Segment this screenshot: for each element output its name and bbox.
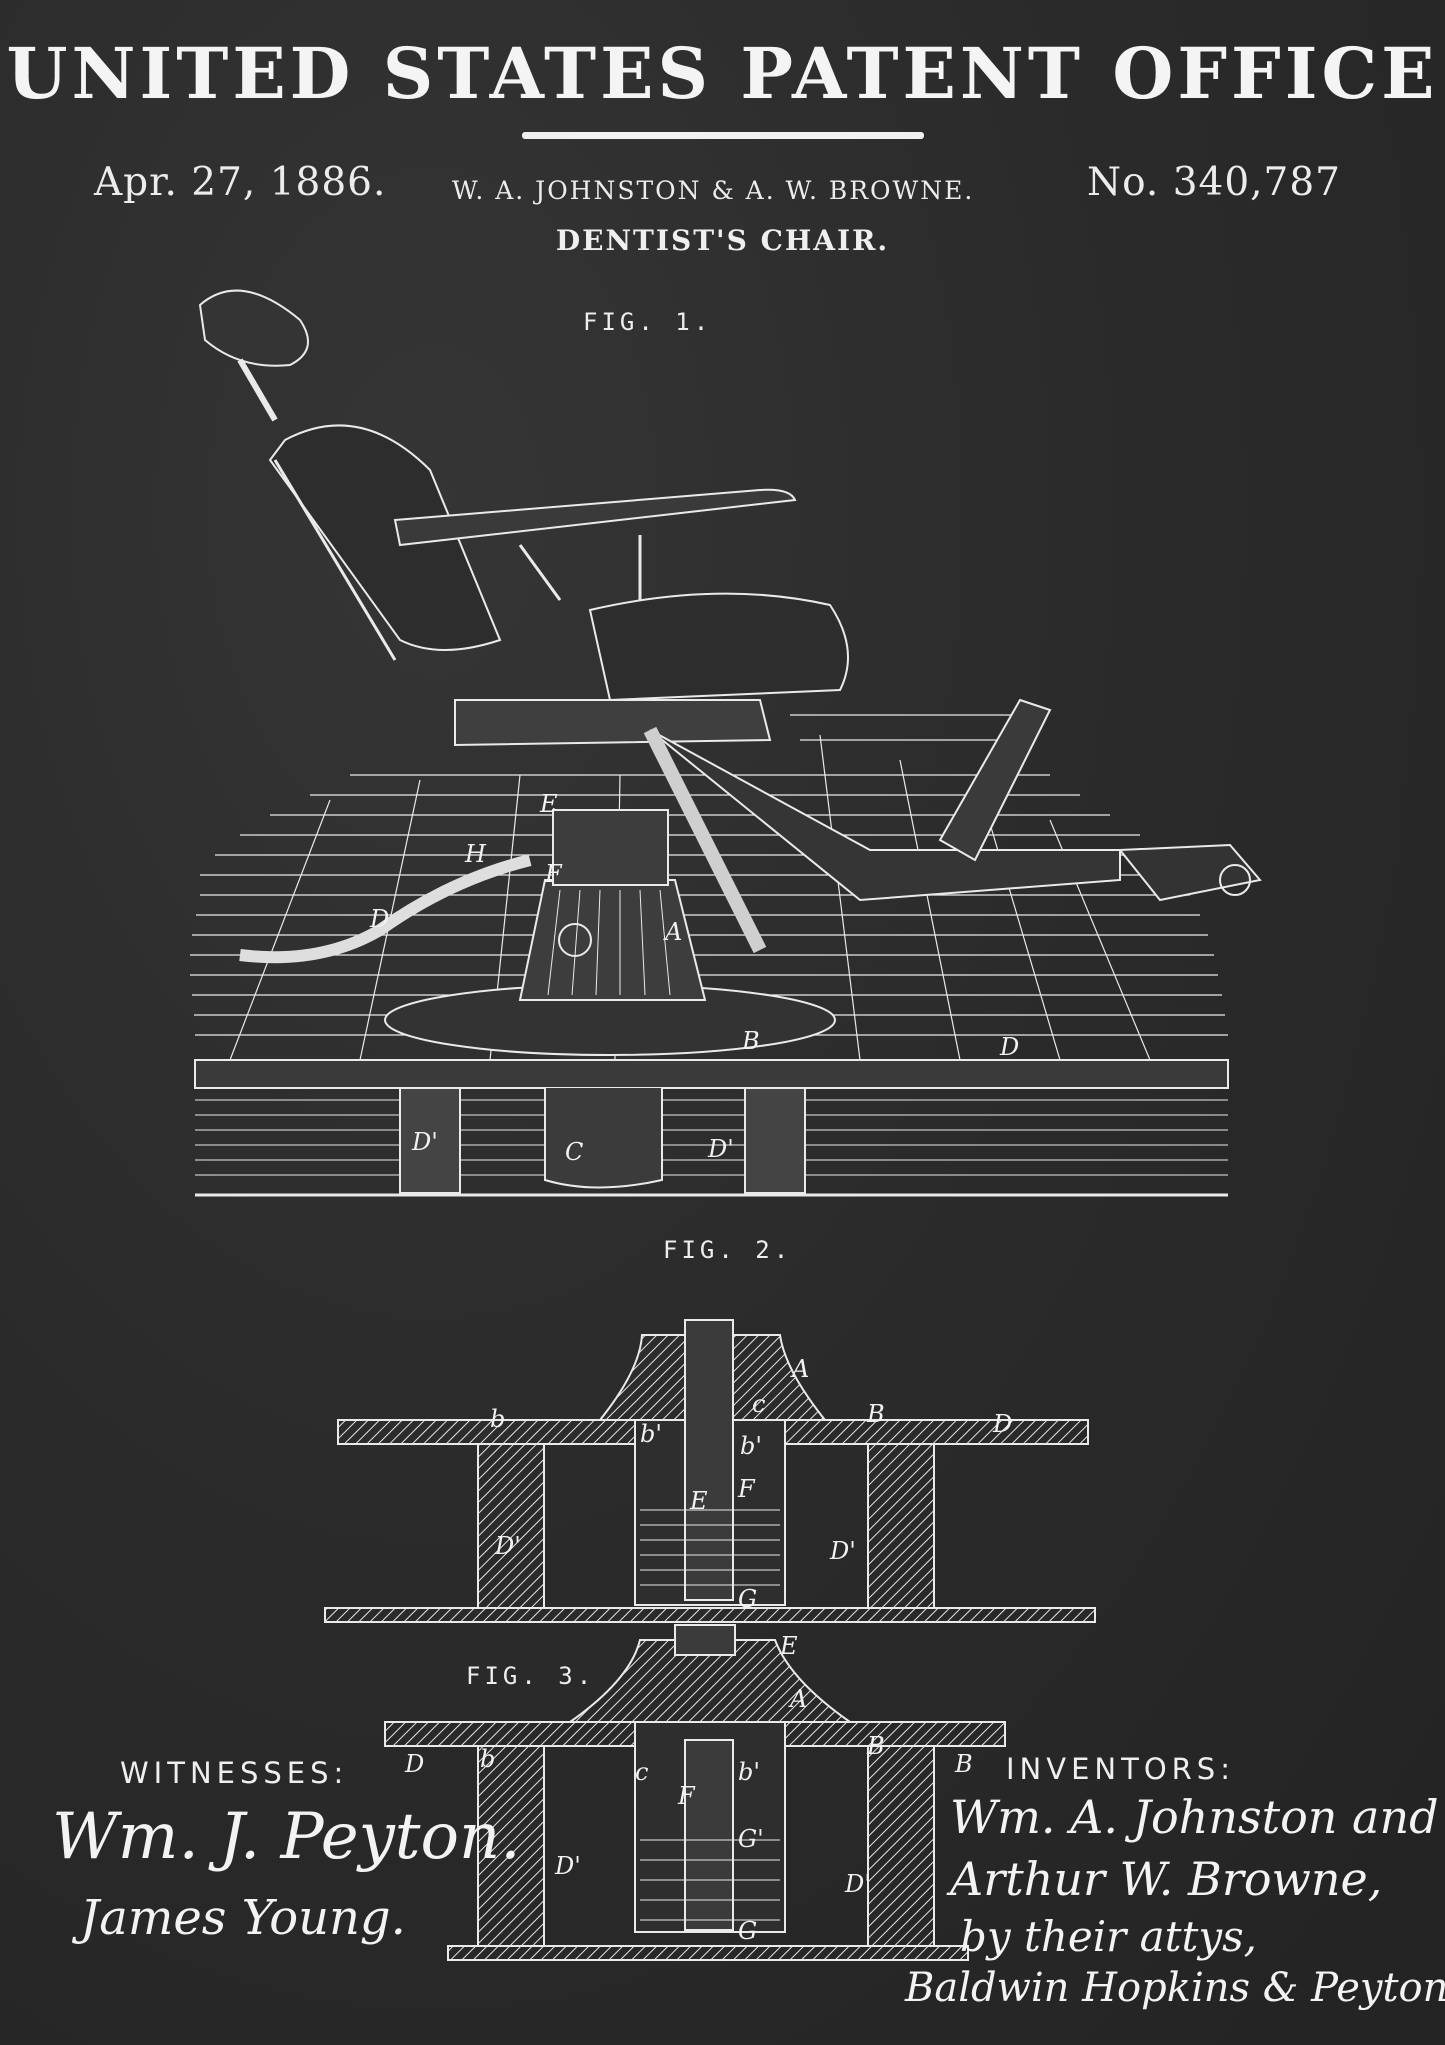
fig3-callout: G	[738, 1917, 758, 1945]
fig2-callout: A	[792, 1355, 810, 1383]
fig3-callout: B	[955, 1750, 973, 1778]
fig3-callout: b	[480, 1745, 496, 1773]
fig2-callout: c	[752, 1390, 766, 1418]
fig3-callout: D'	[555, 1852, 581, 1880]
fig2-callout: D	[993, 1410, 1013, 1438]
patent-number: No. 340,787	[1087, 160, 1341, 205]
fig3-callout: D	[405, 1750, 425, 1778]
inventor-signature-4: Baldwin Hopkins & Peyton.	[905, 1965, 1445, 2011]
fig3-callout: A	[790, 1685, 808, 1713]
inventors-label: INVENTORS:	[1006, 1752, 1235, 1786]
inventor-signature-3: by their attys,	[960, 1912, 1258, 1961]
title-underline	[522, 132, 924, 139]
fig2-callout: b'	[640, 1420, 662, 1448]
fig1-label: FIG. 1.	[583, 308, 713, 336]
fig1-callout: A	[665, 918, 683, 946]
fig2-callout: G	[738, 1585, 758, 1613]
fig3-callout: b'	[738, 1758, 760, 1786]
fig3-callout: G'	[738, 1825, 764, 1853]
fig1-callout: D'	[412, 1128, 438, 1156]
fig2-callout: D'	[495, 1532, 521, 1560]
fig1-callout: D	[1000, 1033, 1020, 1061]
fig1-callout: D	[370, 905, 390, 933]
witness-signature-2: James Young.	[80, 1890, 406, 1946]
witness-signature-1: Wm. J. Peyton.	[52, 1800, 521, 1874]
fig2-callout: B	[867, 1400, 885, 1428]
inventor-signature-1: Wm. A. Johnston and	[950, 1790, 1439, 1844]
fig1-callout: C	[565, 1138, 584, 1166]
fig2-callout: D'	[830, 1537, 856, 1565]
fig2-callout: E	[690, 1487, 708, 1515]
inventor-names: W. A. JOHNSTON & A. W. BROWNE.	[452, 176, 975, 205]
invention-title: DENTIST'S CHAIR.	[555, 224, 890, 257]
patent-date: Apr. 27, 1886.	[94, 160, 387, 205]
fig3-callout: E	[780, 1632, 798, 1660]
fig3-callout: D'	[845, 1870, 871, 1898]
fig2-label: FIG. 2.	[663, 1236, 793, 1264]
fig3-label: FIG. 3.	[466, 1662, 596, 1690]
fig2-callout: b	[490, 1405, 506, 1433]
fig1-callout: F	[545, 860, 562, 888]
fig1-callout: E	[540, 790, 558, 818]
fig3-callout: B	[867, 1732, 885, 1760]
page-title: UNITED STATES PATENT OFFICE	[6, 32, 1439, 115]
fig3-callout: F	[678, 1782, 695, 1810]
witnesses-label: WITNESSES:	[120, 1756, 349, 1790]
fig1-callout: B	[742, 1027, 760, 1055]
fig3-callout: c	[635, 1758, 649, 1786]
fig2-callout: b'	[740, 1432, 762, 1460]
fig2-callout: F	[738, 1475, 755, 1503]
inventor-signature-2: Arthur W. Browne,	[950, 1852, 1383, 1906]
fig1-callout: D'	[708, 1135, 734, 1163]
fig1-callout: H	[465, 840, 486, 868]
